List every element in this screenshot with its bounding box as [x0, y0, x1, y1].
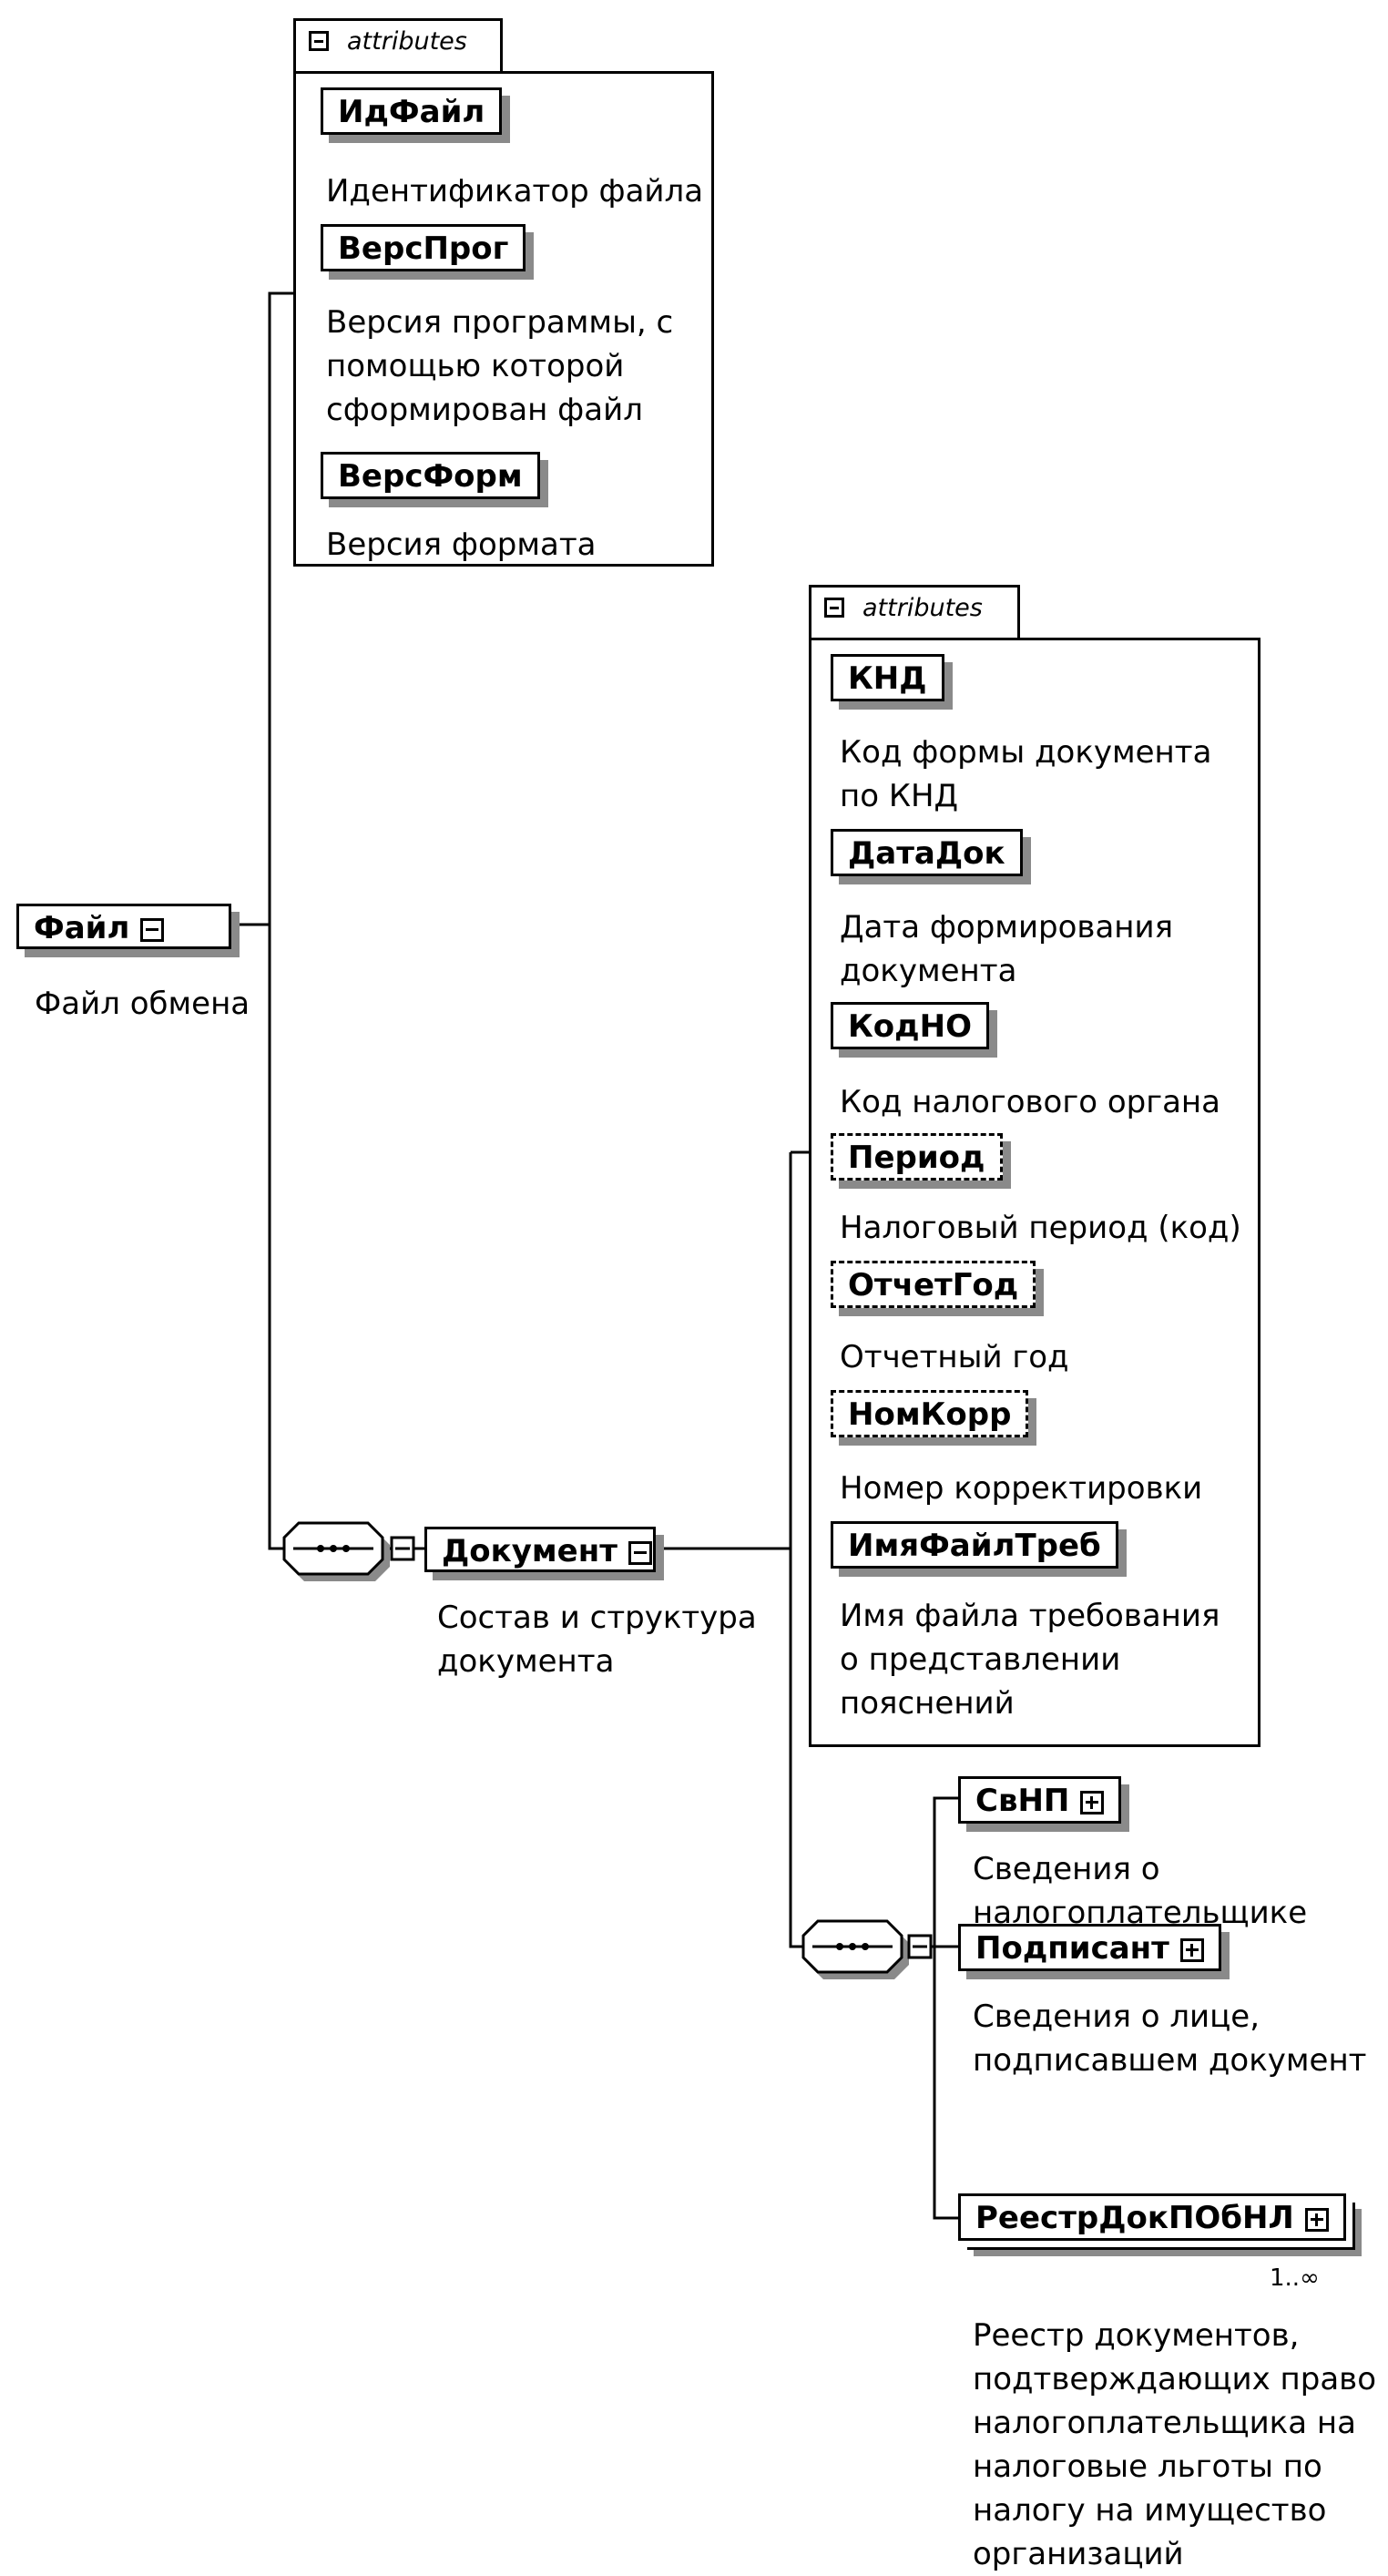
attribute-label: НомКорр: [848, 1396, 1012, 1433]
expand-icon[interactable]: [1179, 1937, 1204, 1962]
attribute-description: Дата формирования документа: [840, 909, 1174, 989]
attribute-NomKorr[interactable]: НомКорр: [831, 1390, 1029, 1437]
attribute-label: ВерсФорм: [338, 458, 523, 495]
attribute-label: КодНО: [848, 1008, 972, 1045]
collapse-icon[interactable]: [140, 917, 165, 942]
expand-icon[interactable]: [1304, 2207, 1329, 2232]
element-Podpisant[interactable]: Подписант: [958, 1924, 1221, 1971]
attribute-description: Налоговый период (код): [840, 1210, 1241, 1246]
root-element-file[interactable]: Файл: [16, 904, 231, 949]
attribute-label: ИдФайл: [338, 94, 485, 130]
root-element-description: Файл обмена: [35, 986, 250, 1022]
document-attributes-tab-label: attributes: [862, 594, 983, 622]
root-element-label: Файл: [34, 910, 130, 946]
attribute-IdFile[interactable]: ИдФайл: [321, 87, 503, 135]
element-document-label: Документ: [442, 1533, 617, 1569]
element-label: Подписант: [975, 1930, 1169, 1967]
attribute-description: Имя файла требования о представлении поя…: [840, 1598, 1220, 1722]
attribute-label: ДатаДок: [848, 835, 1005, 872]
sequence-compositor-2: [801, 1919, 909, 1979]
file-attributes-tab-label: attributes: [347, 27, 467, 56]
attribute-KodNO[interactable]: КодНО: [831, 1002, 989, 1049]
attribute-label: ВерсПрог: [338, 230, 509, 267]
attribute-KND[interactable]: КНД: [831, 654, 944, 701]
file-attributes-tab[interactable]: attributes: [293, 18, 503, 73]
collapse-icon[interactable]: [628, 1540, 652, 1565]
element-description: Сведения о налогоплательщике: [973, 1851, 1308, 1931]
attribute-description: Отчетный год: [840, 1339, 1069, 1375]
attribute-label: ИмяФайлТреб: [848, 1528, 1101, 1564]
attribute-label: КНД: [848, 660, 927, 697]
document-attributes-tab[interactable]: attributes: [809, 585, 1020, 639]
collapse-icon[interactable]: [824, 598, 844, 618]
attribute-description: Идентификатор файла: [326, 173, 704, 210]
collapse-icon[interactable]: [309, 31, 329, 51]
attribute-OtchetGod[interactable]: ОтчетГод: [831, 1261, 1036, 1308]
attribute-description: Версия формата: [326, 526, 597, 563]
multiplicity-label: 1..∞: [1270, 2264, 1320, 2292]
attribute-label: Период: [848, 1140, 985, 1176]
element-description: Сведения о лице, подписавшем документ: [973, 1998, 1367, 2079]
attribute-description: Код налогового органа: [840, 1084, 1220, 1120]
element-ReestrDokPObNL[interactable]: РеестрДокПОбНЛ: [958, 2193, 1346, 2241]
element-document-description: Состав и структура документа: [437, 1600, 757, 1680]
attribute-description: Номер корректировки: [840, 1470, 1203, 1507]
attribute-VersForm[interactable]: ВерсФорм: [321, 452, 540, 499]
element-description: Реестр документов, подтверждающих право …: [973, 2317, 1377, 2572]
sequence-compositor-1: [282, 1521, 390, 1581]
expand-icon[interactable]: [1080, 1790, 1105, 1814]
element-label: РеестрДокПОбНЛ: [975, 2200, 1294, 2236]
element-SvNP[interactable]: СвНП: [958, 1776, 1122, 1824]
attribute-VersProg[interactable]: ВерсПрог: [321, 224, 526, 271]
element-document[interactable]: Документ: [424, 1527, 656, 1572]
attribute-description: Версия программы, с помощью которой сфор…: [326, 304, 674, 428]
connector-lines: [231, 291, 958, 2220]
attribute-description: Код формы документа по КНД: [840, 734, 1212, 814]
attribute-Period[interactable]: Период: [831, 1133, 1003, 1181]
attribute-DataDok[interactable]: ДатаДок: [831, 829, 1023, 876]
element-label: СвНП: [975, 1783, 1070, 1819]
attribute-label: ОтчетГод: [848, 1267, 1019, 1303]
attribute-ImyaFailTreb[interactable]: ИмяФайлТреб: [831, 1521, 1118, 1569]
